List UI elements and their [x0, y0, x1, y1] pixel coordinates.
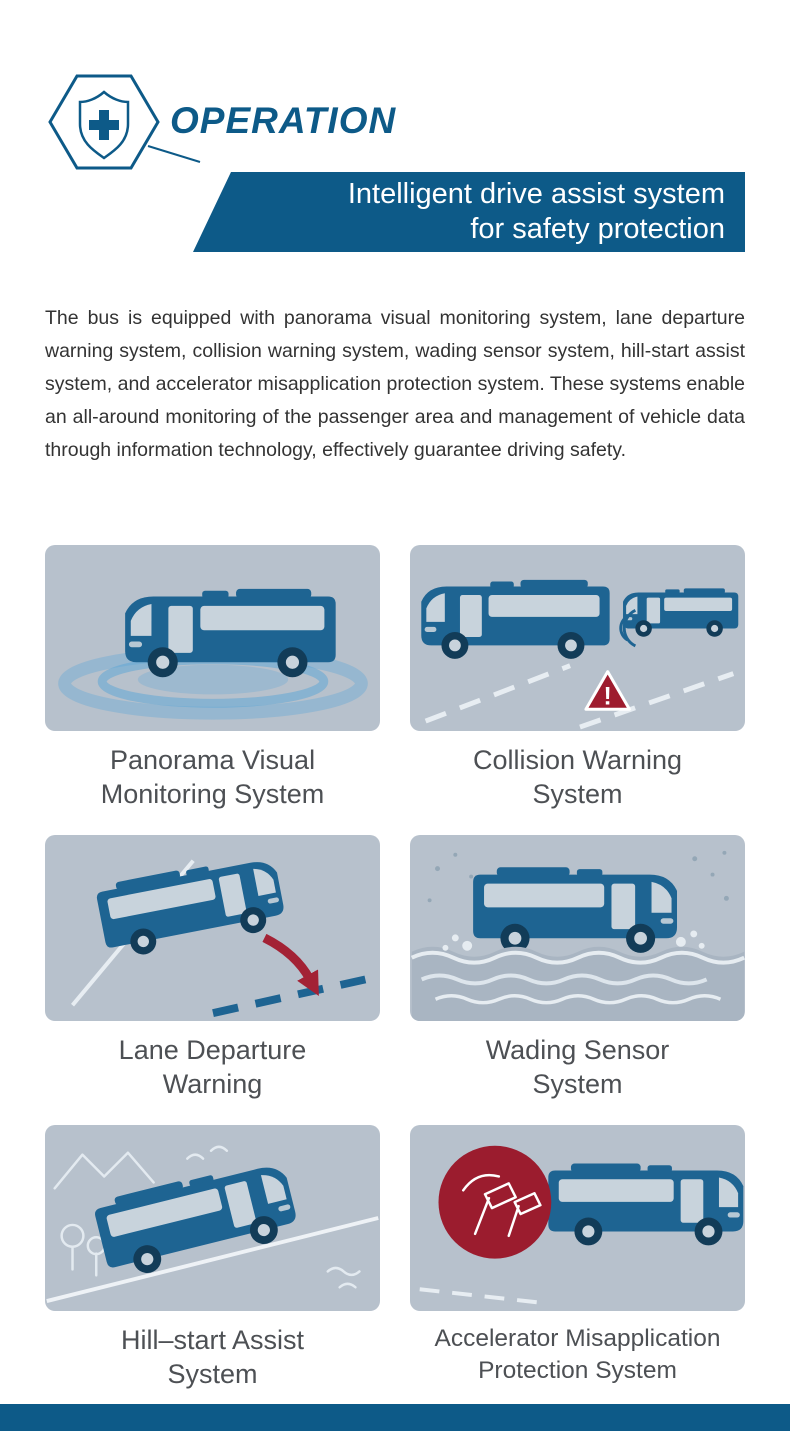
caption-line-1: Collision Warning [472, 745, 683, 775]
page-title: OPERATION [170, 100, 397, 141]
feature-caption: Panorama Visual Monitoring System [45, 743, 380, 811]
caption-line-1: Accelerator Misapplication [434, 1325, 721, 1352]
caption-line-2: Protection System [478, 1357, 677, 1384]
feature-caption: Hill–start Assist System [45, 1323, 380, 1391]
panorama-monitoring-illustration-icon [58, 588, 368, 720]
feature-card-wading: Wading Sensor System [410, 835, 745, 1101]
collision-illustration-card: ! [410, 545, 745, 731]
caption-line-2: Warning [162, 1069, 263, 1099]
caption-line-2: System [532, 1069, 623, 1099]
banner-line-1: Intelligent drive assist system [347, 178, 725, 210]
wading-sensor-illustration-icon [410, 850, 745, 1021]
accelerator-illustration-card [410, 1125, 745, 1311]
features-grid: Panorama Visual Monitoring System ! [45, 545, 745, 1391]
pedal-misapplication-icon [461, 1173, 542, 1238]
hill-start-assist-illustration-icon [46, 1145, 379, 1304]
feature-caption: Accelerator Misapplication Protection Sy… [410, 1323, 745, 1387]
feature-card-lane-departure: Lane Departure Warning [45, 835, 380, 1101]
panorama-illustration-card [45, 545, 380, 731]
caption-line-1: Hill–start Assist [120, 1325, 305, 1355]
shield-cross-hexagon-icon [48, 74, 201, 170]
accelerator-protection-illustration-icon [419, 1145, 744, 1306]
feature-card-accelerator: Accelerator Misapplication Protection Sy… [410, 1125, 745, 1391]
caption-line-2: System [167, 1359, 258, 1389]
feature-card-panorama: Panorama Visual Monitoring System [45, 545, 380, 811]
caption-line-2: System [532, 779, 623, 809]
wading-illustration-card [410, 835, 745, 1021]
footer-bar [0, 1404, 790, 1431]
svg-text:!: ! [604, 683, 612, 710]
hill-start-illustration-card [45, 1125, 380, 1311]
lane-departure-illustration-card [45, 835, 380, 1021]
lane-departure-illustration-icon [70, 851, 367, 1017]
caption-line-1: Lane Departure [118, 1035, 307, 1065]
feature-caption: Collision Warning System [410, 743, 745, 811]
intro-paragraph: The bus is equipped with panorama visual… [45, 307, 745, 461]
banner-line-2: for safety protection [470, 213, 725, 245]
collision-warning-illustration-icon: ! [421, 579, 739, 730]
caption-line-2: Monitoring System [100, 779, 325, 809]
feature-card-hill-start: Hill–start Assist System [45, 1125, 380, 1391]
feature-caption: Lane Departure Warning [45, 1033, 380, 1101]
caption-line-1: Wading Sensor [485, 1035, 670, 1065]
caption-line-1: Panorama Visual [109, 745, 316, 775]
banner: Intelligent drive assist system for safe… [193, 172, 745, 252]
feature-card-collision: ! Collision Warning System [410, 545, 745, 811]
feature-caption: Wading Sensor System [410, 1033, 745, 1101]
